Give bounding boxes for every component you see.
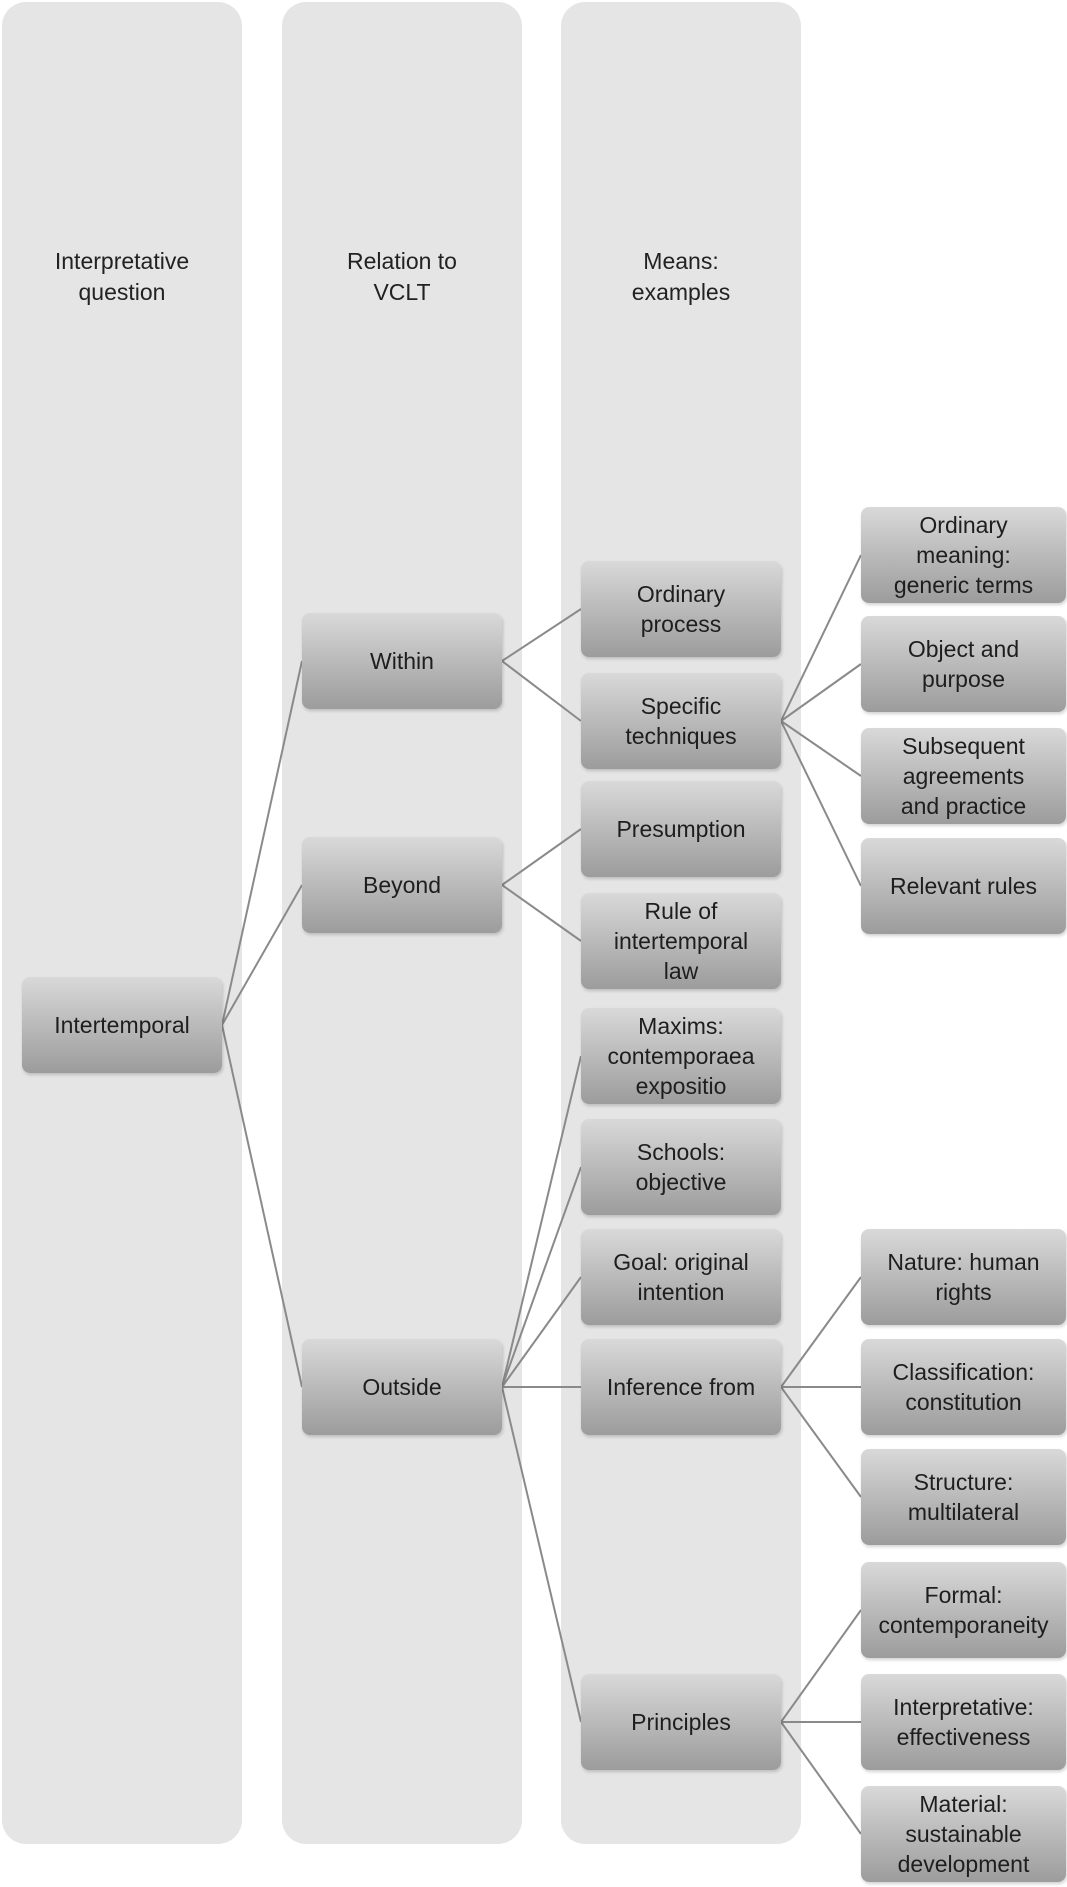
node-schools: Schools: objective <box>581 1119 781 1215</box>
node-subsequent-agreements: Subsequent agreements and practice <box>861 728 1066 824</box>
node-presumption: Presumption <box>581 781 781 877</box>
node-principles: Principles <box>581 1674 781 1770</box>
node-intertemporal: Intertemporal <box>22 977 222 1073</box>
link-outside-principles <box>501 1386 582 1723</box>
node-goal: Goal: original intention <box>581 1229 781 1325</box>
link-intertemporal-outside <box>221 1024 303 1388</box>
node-maxims: Maxims: contemporaea expositio <box>581 1008 781 1104</box>
link-beyond-presumption <box>501 828 582 886</box>
link-principles-formal <box>780 1609 862 1723</box>
link-inference-nature <box>780 1276 862 1388</box>
node-within: Within <box>302 613 502 709</box>
link-outside-goal <box>501 1276 582 1388</box>
node-classification-constitution: Classification: constitution <box>861 1339 1066 1435</box>
link-within-ordinary-process <box>501 608 582 662</box>
node-nature-human-rights: Nature: human rights <box>861 1229 1066 1325</box>
link-inference-structure <box>780 1386 862 1498</box>
node-inference-from: Inference from <box>581 1339 781 1435</box>
node-beyond: Beyond <box>302 837 502 933</box>
link-techniques-object-purpose <box>780 663 862 722</box>
column-heading-means: Means: examples <box>631 248 731 305</box>
link-principles-material <box>780 1721 862 1835</box>
link-techniques-subsequent <box>780 720 862 777</box>
node-material-sustainable-development: Material: sustainable development <box>861 1786 1066 1882</box>
node-specific-techniques: Specific techniques <box>581 673 781 769</box>
link-beyond-rule <box>501 884 582 942</box>
link-techniques-ordinary-meaning <box>780 554 862 722</box>
node-structure-multilateral: Structure: multilateral <box>861 1449 1066 1545</box>
link-techniques-relevant-rules <box>780 720 862 887</box>
node-ordinary-meaning: Ordinary meaning: generic terms <box>861 507 1066 603</box>
node-object-and-purpose: Object and purpose <box>861 616 1066 712</box>
link-intertemporal-within <box>221 660 303 1026</box>
link-outside-maxims <box>501 1055 582 1388</box>
link-within-specific-techniques <box>501 660 582 722</box>
column-heading-question: Interpretative question <box>54 248 190 305</box>
link-intertemporal-beyond <box>221 884 303 1026</box>
node-ordinary-process: Ordinary process <box>581 561 781 657</box>
node-relevant-rules: Relevant rules <box>861 838 1066 934</box>
node-outside: Outside <box>302 1339 502 1435</box>
column-heading-relation: Relation to VCLT <box>347 248 457 305</box>
node-rule-of-intertemporal-law: Rule of intertemporal law <box>581 893 781 989</box>
node-interpretative-effectiveness: Interpretative: effectiveness <box>861 1674 1066 1770</box>
node-formal-contemporaneity: Formal: contemporaneity <box>861 1562 1066 1658</box>
column-interpretative-question <box>2 2 242 1844</box>
link-outside-schools <box>501 1166 582 1388</box>
